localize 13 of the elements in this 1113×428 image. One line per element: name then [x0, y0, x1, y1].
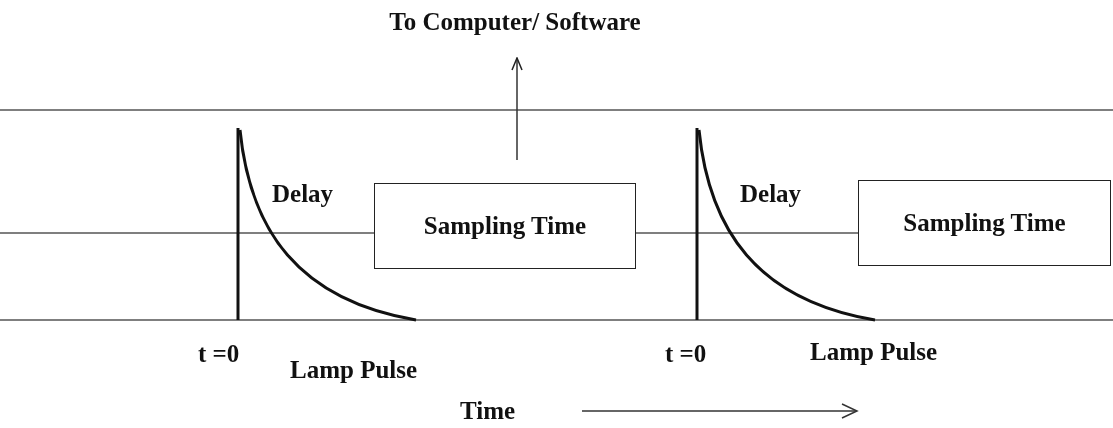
process-box — [374, 183, 636, 269]
box-label: Sampling Time — [902, 207, 1067, 238]
arrow — [511, 57, 523, 161]
time-zero-label: t =0 — [665, 340, 707, 368]
delay-label: Delay — [740, 180, 802, 208]
axis-label: Time — [460, 397, 516, 425]
heading-text: To Computer/ Software — [389, 6, 641, 37]
time-zero-label: t =0 — [198, 340, 240, 368]
pulse-label: Lamp Pulse — [810, 338, 938, 366]
delay-label: Delay — [272, 180, 334, 208]
pulse-label: Lamp Pulse — [290, 356, 418, 384]
process-box — [858, 180, 1111, 266]
box-label: Sampling Time — [422, 210, 588, 241]
